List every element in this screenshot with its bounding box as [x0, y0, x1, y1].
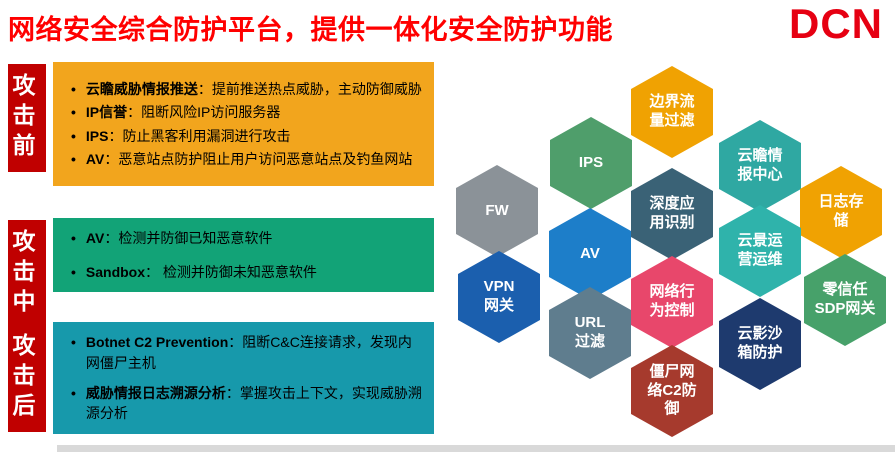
hexagon-label: 僵尸网 络C2防 御 — [647, 362, 697, 418]
hexagon-av: AV — [549, 208, 631, 300]
hexagon-label: 零信任 SDP网关 — [814, 281, 876, 317]
bullet-text: ：恶意站点防护阻止用户访问恶意站点及钓鱼网站 — [104, 150, 413, 167]
hexagon-deep-app-identification: 深度应 用识别 — [631, 168, 713, 260]
bullet-lead: Botnet C2 Prevention — [85, 334, 229, 351]
bullet-lead: AV — [85, 150, 105, 167]
bullet-lead: IP信誉 — [85, 104, 128, 121]
phase-box-after: Botnet C2 Prevention：阻断C&C连接请求，发现内网僵尸主机 … — [53, 322, 434, 434]
bullet-text: ：提前推送热点威胁，主动防御威胁 — [197, 80, 422, 97]
hexagon-yunzhan-intel-center: 云瞻情 报中心 — [719, 120, 801, 212]
hexagon-zero-trust-sdp-gateway: 零信任 SDP网关 — [804, 254, 886, 346]
bullet-text: ：阻断风险IP访问服务器 — [127, 104, 281, 121]
bullet-text: ： 检测并防御未知恶意软件 — [145, 264, 317, 280]
bullet-text: ：阻断C&C连接请求，发现内网僵尸主机 — [85, 334, 412, 371]
hexagon-fw: FW — [456, 165, 538, 257]
hexagon-ips: IPS — [550, 117, 632, 209]
bullet-item: AV：检测并防御已知恶意软件 — [63, 228, 422, 248]
bullet-lead: 云瞻威胁情报推送 — [85, 80, 198, 97]
hexagon-boundary-traffic-filter: 边界流 量过滤 — [631, 66, 713, 158]
bullet-item: Sandbox： 检测并防御未知恶意软件 — [63, 262, 422, 282]
bullet-lead: IPS — [85, 127, 109, 144]
attack-phase-label-after: 攻击后 — [8, 324, 46, 432]
hexagon-label: 云瞻情 报中心 — [737, 147, 783, 183]
bullet-text: ：掌握攻击上下文，实现威胁溯源分析 — [85, 385, 422, 422]
hexagon-yunying-sandbox-protection: 云影沙 箱防护 — [719, 298, 801, 390]
bullet-item: IP信誉：阻断风险IP访问服务器 — [63, 102, 422, 122]
bullet-lead: Sandbox — [85, 264, 146, 280]
bullet-lead: 威胁情报日志溯源分析 — [85, 385, 226, 401]
bullet-item: Botnet C2 Prevention：阻断C&C连接请求，发现内网僵尸主机 — [63, 332, 422, 373]
hexagon-label: 日志存 储 — [818, 193, 864, 229]
hexagon-network-behavior-control: 网络行 为控制 — [631, 256, 713, 348]
bullet-item: 云瞻威胁情报推送：提前推送热点威胁，主动防御威胁 — [63, 79, 422, 99]
hexagon-botnet-c2-defense: 僵尸网 络C2防 御 — [631, 345, 713, 437]
hexagon-label: 云影沙 箱防护 — [737, 325, 783, 361]
bullet-text: ：防止黑客利用漏洞进行攻击 — [108, 127, 291, 144]
hexagon-yunjing-ops: 云景运 营运维 — [719, 205, 801, 297]
phase-box-during: AV：检测并防御已知恶意软件 Sandbox： 检测并防御未知恶意软件 — [53, 218, 434, 292]
bullet-item: IPS：防止黑客利用漏洞进行攻击 — [63, 126, 422, 146]
hexagon-label: VPN 网关 — [483, 278, 515, 314]
hexagon-label: IPS — [578, 153, 604, 171]
bullet-item: AV：恶意站点防护阻止用户访问恶意站点及钓鱼网站 — [63, 149, 422, 169]
page-title: 网络安全综合防护平台，提供一体化安全防护功能 — [8, 15, 613, 45]
hexagon-log-storage: 日志存 储 — [800, 166, 882, 258]
hexagon-vpn-gateway: VPN 网关 — [458, 251, 540, 343]
hexagon-label: URL 过滤 — [574, 314, 606, 350]
bullet-item: 威胁情报日志溯源分析：掌握攻击上下文，实现威胁溯源分析 — [63, 383, 422, 424]
hexagon-label: 网络行 为控制 — [649, 283, 695, 319]
attack-phase-label-before: 攻击前 — [8, 64, 46, 172]
hexagon-label: FW — [485, 201, 509, 219]
hexagon-label: 云景运 营运维 — [737, 232, 783, 268]
hexagon-label: 深度应 用识别 — [649, 195, 695, 231]
phase-box-before: 云瞻威胁情报推送：提前推送热点威胁，主动防御威胁 IP信誉：阻断风险IP访问服务… — [53, 62, 434, 186]
hexagon-url-filter: URL 过滤 — [549, 287, 631, 379]
dcn-logo: DCN — [789, 0, 883, 47]
hexagon-label: AV — [580, 244, 600, 262]
attack-phase-label-during: 攻击中 — [8, 220, 46, 328]
footer-bar — [57, 445, 895, 452]
bullet-lead: AV — [85, 229, 105, 246]
hexagon-label: 边界流 量过滤 — [649, 93, 695, 129]
bullet-text: ：检测并防御已知恶意软件 — [104, 229, 273, 246]
